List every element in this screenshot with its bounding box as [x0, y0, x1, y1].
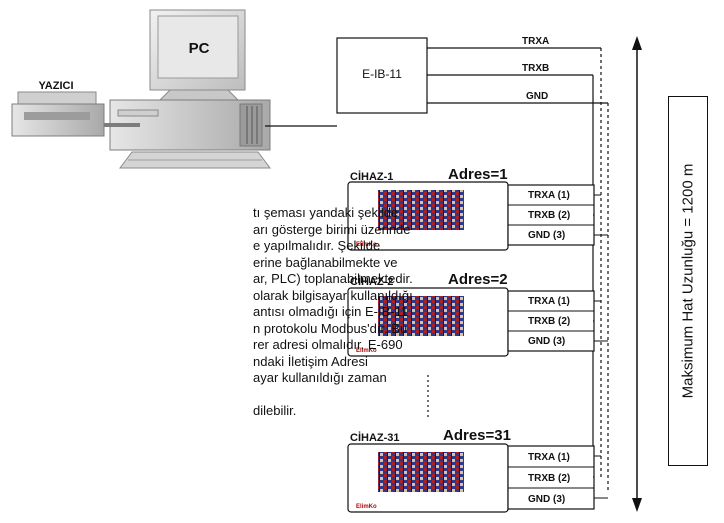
device-2: CİHAZ-2 Adres=2 ElimKo TRXA (1) TRXB (2)…: [347, 271, 608, 357]
device-1-brand: ElimKo: [356, 242, 377, 248]
paragraph-line: [253, 387, 483, 404]
device-1-name: CİHAZ-1: [350, 170, 393, 183]
paragraph-line: tı şeması yandaki şekilde: [253, 205, 399, 220]
device-2-terminal-trxb: TRXB (2): [528, 316, 570, 327]
paragraph-line: arı gösterge birimi üzerinde: [253, 221, 411, 237]
device-1-display: [378, 190, 464, 230]
bus-label-gnd: GND: [526, 91, 548, 102]
bus-lines: [427, 47, 609, 490]
device-31-brand: ElimKo: [356, 504, 377, 510]
device-1-terminal-gnd: GND (3): [528, 230, 565, 241]
paragraph-line: erine bağlanabilmekte ve: [253, 254, 398, 270]
device-31-display: [378, 452, 464, 492]
printer-illustration: YAZICI: [11, 80, 105, 137]
paragraph-line: dilebilir.: [253, 403, 297, 418]
paragraph-line: ayar kullanıldığı zaman: [253, 370, 387, 385]
device-2-address: Adres=2: [448, 271, 508, 288]
device-1-terminal-trxa: TRXA (1): [528, 190, 570, 201]
device-31-terminal-gnd: GND (3): [528, 494, 565, 505]
line-length-arrow: [632, 36, 642, 512]
device-1-terminal-trxb: TRXB (2): [528, 210, 570, 221]
device-2-terminal-trxa: TRXA (1): [528, 296, 570, 307]
converter-box: E-IB-11: [336, 37, 428, 114]
paragraph-line: ndaki İletişim Adresi: [253, 353, 368, 369]
device-31-address: Adres=31: [443, 427, 511, 444]
max-line-length-box: Maksimum Hat Uzunluğu = 1200 m: [668, 96, 708, 466]
device-2-display: [378, 296, 464, 336]
paragraph-line: olarak bilgisayar kullanıldığı: [253, 287, 413, 303]
pc-illustration: PC: [109, 9, 271, 169]
paragraph-line: e yapılmalıdır. Şekilde: [253, 238, 381, 253]
max-line-length-label: Maksimum Hat Uzunluğu = 1200 m: [679, 163, 697, 399]
device-31-terminal-trxb: TRXB (2): [528, 473, 570, 484]
device-31-name: CİHAZ-31: [350, 431, 400, 444]
converter-label: E-IB-11: [362, 67, 402, 81]
paragraph-line: antısı olmadığı için E-IB-11: [253, 304, 409, 319]
device-31-terminal-trxa: TRXA (1): [528, 452, 570, 463]
paragraph-line: n protokolu Modbus'dır. Bu: [253, 320, 408, 336]
device-2-name: CİHAZ-2: [350, 275, 393, 288]
description-paragraph: tı şeması yandaki şekilde arı gösterge b…: [253, 205, 483, 420]
device-31: CİHAZ-31 Adres=31 ElimKo TRXA (1) TRXB (…: [347, 427, 608, 513]
device-1: CİHAZ-1 Adres=1 ElimKo TRXA (1) TRXB (2)…: [347, 166, 608, 251]
bus-label-trxa: TRXA: [522, 36, 549, 47]
device-2-terminal-gnd: GND (3): [528, 336, 565, 347]
printer-label: YAZICI: [38, 80, 73, 92]
device-1-address: Adres=1: [448, 166, 508, 183]
pc-label: PC: [189, 40, 210, 57]
device-2-brand: ElimKo: [356, 348, 377, 354]
paragraph-line: ar, PLC) toplanabilmektedir.: [253, 271, 413, 286]
bus-label-trxb: TRXB: [522, 63, 549, 74]
paragraph-line: rer adresi olmalıdır. E-690: [253, 337, 403, 352]
